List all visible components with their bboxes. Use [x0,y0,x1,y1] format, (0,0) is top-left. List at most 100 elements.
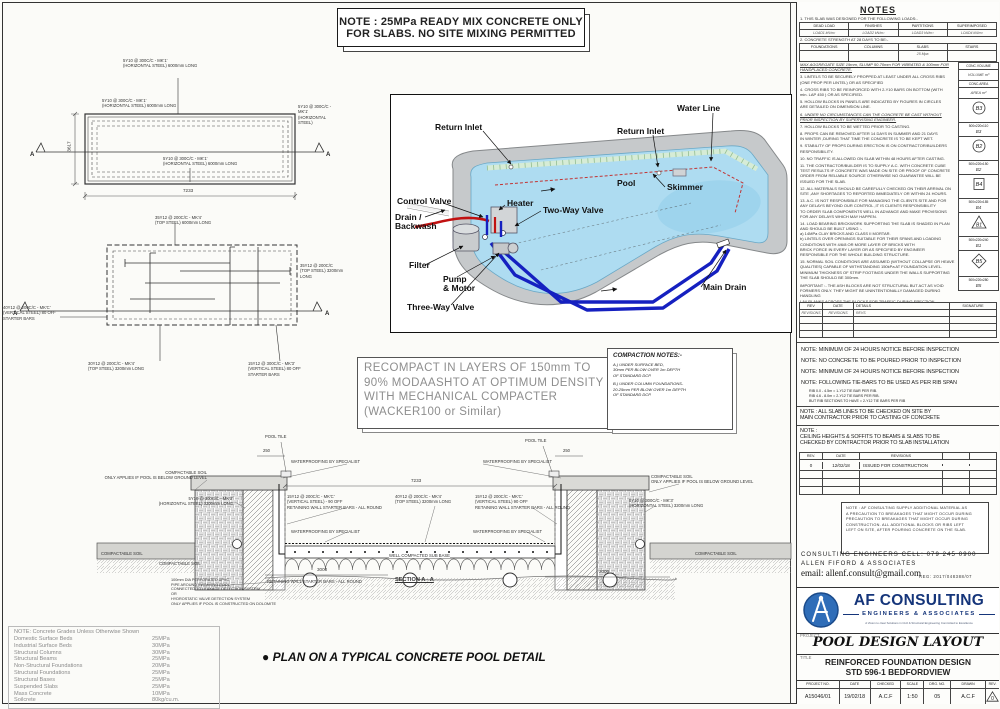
rule-left [843,613,860,615]
strength-header: FOUNDATIONS [810,45,838,49]
plan-caption-text: PLAN ON A TYPICAL CONCRETE POOL DETAIL [269,650,546,664]
rev-details: ISSUED FOR CONSTRUCTION [859,461,942,469]
rev-header-empty [942,453,969,459]
title-label: TITLE [800,655,812,660]
note-item: 4. CROSS RIBS TO BE REINFORCED WITH 2-Y1… [800,86,943,97]
loads-value: LOAD3 kN/m² [897,30,947,36]
grade-value: 25MPa [152,656,170,663]
tb-header: REV. [986,680,999,689]
block-code: B5 [975,283,982,288]
rev-number: 0 [809,462,813,468]
tb-header: DRAWN [951,680,985,689]
block-b5: B5 500x220x280 B5 [959,251,998,290]
grade-value: 25MPa [152,676,170,683]
tb-scale: 1:50 [907,693,918,700]
strip-header: REV [807,304,815,308]
company-name: AF CONSULTING [853,592,985,609]
note-item: 10. NO TRAFFIC IS ALLOWED ON SLAB WITHIN… [800,155,945,161]
compaction-item-b: B.) UNDER COLUMN FOUNDATIONS- 20-25mm PE… [613,381,686,397]
plan1-dim-height: 3617 [66,141,72,152]
block-b4-badge-icon: B4 [973,178,984,190]
compaction-item-a: A.) UNDER SURFACE BED, 30mm PER BLOW OVE… [613,362,681,378]
pool-label-filter: Filter [409,260,430,270]
note-important: IMPORTANT :- THE ASH BLOCKS ARE NOT STRU… [800,282,944,304]
plan1-section-marker-right: A [326,152,331,158]
pool-label-pump-motor: Pump & Motor [443,274,476,293]
rule-right [978,613,996,615]
strength-value [848,51,897,61]
strip-value: REVISIONS [801,311,821,315]
strip-header: DATE [822,303,853,309]
block-size: 500x220x150 [959,160,998,166]
tb-drawn: A.C.F [961,693,975,700]
firm-line1: CONSULTING ENGINEERS CELL: 079 245 0900 [801,552,977,558]
grades-row: Structural Bases 25MPa [14,677,214,684]
compaction-title: COMPACTION NOTES:- [613,352,682,359]
block-b1: B1 500x220x240 B1 [959,213,998,251]
details-strip: REV DATE DETAILS SIGNATURE REVISIONS REV… [799,302,997,338]
strength-value: 25 Mpa [897,51,947,61]
strength-header: SLABS [897,44,947,50]
plan1-drawing [35,78,325,200]
section-a-a: POOL TILE POOL TILE 250 250 WATERPROOFIN… [95,428,795,646]
strength-header: COLUMNS [848,44,897,50]
loads-value: LOAD1 kN/m² [813,31,836,35]
note-item: 9. STABILITY OF PROPS DURING ERECTION IS… [800,143,947,154]
pool-label-return-inlet-right: Return Inlet [617,126,665,136]
loads-header: SUPERIMPOSED [946,23,996,29]
section-title: SECTION A - A [395,577,434,583]
grade-name: Industrial Surface Beds [14,642,72,649]
block-b4: B4 500x220x185 B4 [959,175,998,213]
divider [797,406,999,407]
block-b1-badge-icon: B1 [970,215,987,229]
plan1-label-top: 5Y10 @ 300C/C - MK'1' (HORIZONTAL STEEL)… [123,58,198,69]
pool-label-skimmer: Skimmer [667,182,703,192]
pool-label-drain-backwash: Drain / Backwash [395,212,437,231]
title-block-panel: NOTES 1. THIS SLAB WAS DESIGNED FOR THE … [796,2,999,704]
concrete-grades: NOTE: Concrete Grades Unless Otherwise S… [8,626,220,709]
strength-table: FOUNDATIONS COLUMNS SLABS STAIRS 25 Mpa [799,43,997,62]
note-item: 15. NORMAL SOIL CONDITIONS ARE ASSUMED (… [800,259,955,280]
af-logo-icon [803,592,839,628]
block-code: B4 [975,205,982,210]
pool-label-return-inlet-left: Return Inlet [435,122,483,132]
company-subtitle-text: ENGINEERS & ASSOCIATES [862,611,976,617]
firm-registration: REG: 2017/048388/07 [919,574,973,579]
plan2-label-left: 40Y12 @ 200C/C - MK'C' (VERTICAL STEEL) … [3,305,56,321]
bullet-icon: ● [262,650,270,664]
block-b2: B2 500x220x150 B2 [959,137,998,175]
rev-header: REVISIONS [859,453,942,459]
grade-name: Structural Bases [14,676,56,683]
block-code: B1 [975,243,982,248]
firm-line2: ALLEN FIFORD & ASSOCIATES [801,561,917,567]
ready-mix-note: NOTE : 25MPa READY MIX CONCRETE ONLY FOR… [337,8,590,52]
section-vert-steel-right: 15Y12 @ 200C/C - MK'C' (VERTICAL STEEL) … [475,494,570,510]
block-code: B3 [975,129,982,134]
rev-header: REV. [806,454,816,458]
tb-date: 19/02/18 [844,693,866,700]
section-top-steel-mid: 40Y12 @ 200C/C - MK'4' (TOP STEEL) 3200m… [395,494,452,505]
loads-header: FINISHES [848,23,897,29]
plan1-section-marker-left: A [30,152,35,158]
section-horiz-steel-left: 5Y10 @ 300C/C - MK'3' (HORIZONTAL STEEL)… [158,496,233,507]
grade-value: 10MPa [152,690,170,697]
revision-table: REV. DATE REVISIONS 0 12/02/18 ISSUED FO… [799,452,997,495]
note-item: 11. THE CONTRACTOR/BUILDER IS TO SUPPLY … [800,163,951,184]
tb-header: PROJECT NO. [797,680,839,689]
ceiling-note: NOTE : CEILING HEIGHTS & SOFFITS TO BEAM… [800,428,949,447]
inspection-note-1: NOTE: MINIMUM OF 24 HOURS NOTICE BEFORE … [801,347,959,353]
section-starter-bars-label: RETAINING WALL STARTER BARS - ALL ROUND [267,579,362,584]
svg-text:B3: B3 [975,106,983,112]
tb-checked: A.C.F [878,693,893,700]
strength-value [946,51,996,61]
recompact-note: RECOMPACT IN LAYERS OF 150mm TO 90% MODA… [357,357,615,433]
svg-text:B2: B2 [975,144,982,150]
inspection-note-4: NOTE: FOLLOWING TIE-BARS TO BE USED AS P… [801,380,957,386]
note-item: 6. UNDER NO CIRCUMSTANCES CAN THE CONCRE… [800,111,942,122]
